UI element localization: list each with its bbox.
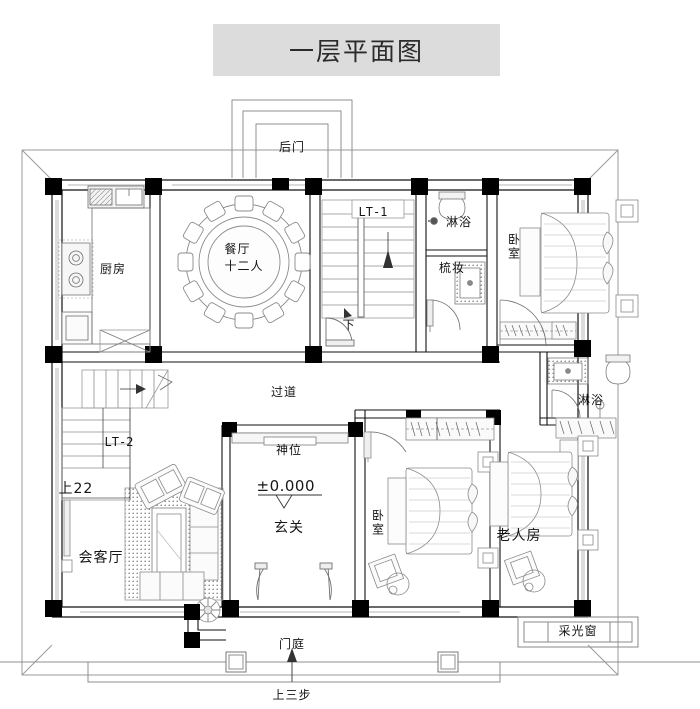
room-label-text: 神位 xyxy=(276,442,303,457)
room-label-text: LT-2 xyxy=(104,435,134,449)
elevation-marker: ±0.000 xyxy=(256,477,316,495)
room-label-daylight-window: 采光窗 xyxy=(559,622,598,639)
room-label-back-door: 后门 xyxy=(279,138,305,155)
page-title-banner: 一层平面图 xyxy=(213,24,500,76)
room-label-text: 梳妆 xyxy=(439,260,466,275)
room-label-stair-lt2: LT-2 xyxy=(105,435,134,449)
room-label-text: 淋浴 xyxy=(446,214,473,229)
room-label-foyer: 玄关 xyxy=(274,517,304,537)
room-label-sub: 十二人 xyxy=(224,259,264,273)
room-label-text: 下 xyxy=(342,317,356,332)
elevation-symbol xyxy=(258,494,322,509)
room-label-shower-mid: 淋浴 xyxy=(578,391,604,408)
room-label-shower-upper: 淋浴 xyxy=(446,213,472,230)
room-label-stair-lt2-up: 上22 xyxy=(59,478,94,498)
room-label-dining: 餐厅十二人 xyxy=(225,240,264,274)
upper-bathroom-fixtures xyxy=(426,191,486,332)
stair-lt1 xyxy=(321,199,415,319)
room-label-kitchen: 厨房 xyxy=(100,260,126,277)
room-label-elder-room: 老人房 xyxy=(497,525,542,545)
room-label-text: 餐厅 xyxy=(224,242,251,256)
room-label-living-room: 会客厅 xyxy=(79,547,124,567)
room-label-bedroom-upper: 卧室 xyxy=(506,233,523,261)
elder-room-furniture xyxy=(489,417,617,593)
room-label-text: 卧室 xyxy=(370,509,385,537)
room-label-text: 玄关 xyxy=(274,520,304,536)
room-label-steps-up-three: 上三步 xyxy=(273,686,312,703)
room-label-text: 会客厅 xyxy=(78,550,124,566)
upper-bedroom-furniture xyxy=(499,199,639,347)
daylight-window-bay xyxy=(517,616,639,648)
site-outline xyxy=(21,149,619,676)
porch-steps xyxy=(0,607,700,683)
mid-shower-fixtures xyxy=(547,354,631,419)
room-label-text: 卧室 xyxy=(506,233,521,261)
room-label-text: 过道 xyxy=(271,384,298,399)
foyer-entry-doors xyxy=(254,562,333,601)
back-door-projection xyxy=(231,99,353,178)
stair-lt2 xyxy=(61,369,173,501)
dining-table-set xyxy=(177,195,311,329)
mid-bedroom-furniture xyxy=(363,417,499,596)
interior-walls xyxy=(62,190,578,607)
room-label-stair-lt1: LT-1 xyxy=(359,205,388,219)
living-room-furniture xyxy=(61,464,225,623)
page-title: 一层平面图 xyxy=(288,37,424,66)
porch-wing-columns xyxy=(184,604,200,648)
shrine-console xyxy=(231,432,349,446)
room-label-text: 淋浴 xyxy=(578,392,605,407)
room-label-text: 门庭 xyxy=(279,636,306,651)
room-label-bedroom-mid: 卧室 xyxy=(370,509,387,537)
room-label-text: 上22 xyxy=(58,481,94,497)
room-label-text: 后门 xyxy=(279,139,306,154)
room-label-text: 上三步 xyxy=(272,687,312,702)
room-label-porch: 门庭 xyxy=(279,635,305,652)
stair-lt1-door xyxy=(325,308,355,347)
room-label-text: LT-1 xyxy=(358,205,388,219)
kitchen-fittings xyxy=(58,185,151,353)
room-label-text: 采光窗 xyxy=(558,623,598,638)
room-label-stair-lt1-down: 下 xyxy=(343,316,356,333)
room-label-vanity: 梳妆 xyxy=(439,259,465,276)
room-label-text: 厨房 xyxy=(100,261,127,276)
room-label-corridor: 过道 xyxy=(271,383,297,400)
room-label-shrine: 神位 xyxy=(276,441,302,458)
room-label-text: 老人房 xyxy=(496,528,542,544)
